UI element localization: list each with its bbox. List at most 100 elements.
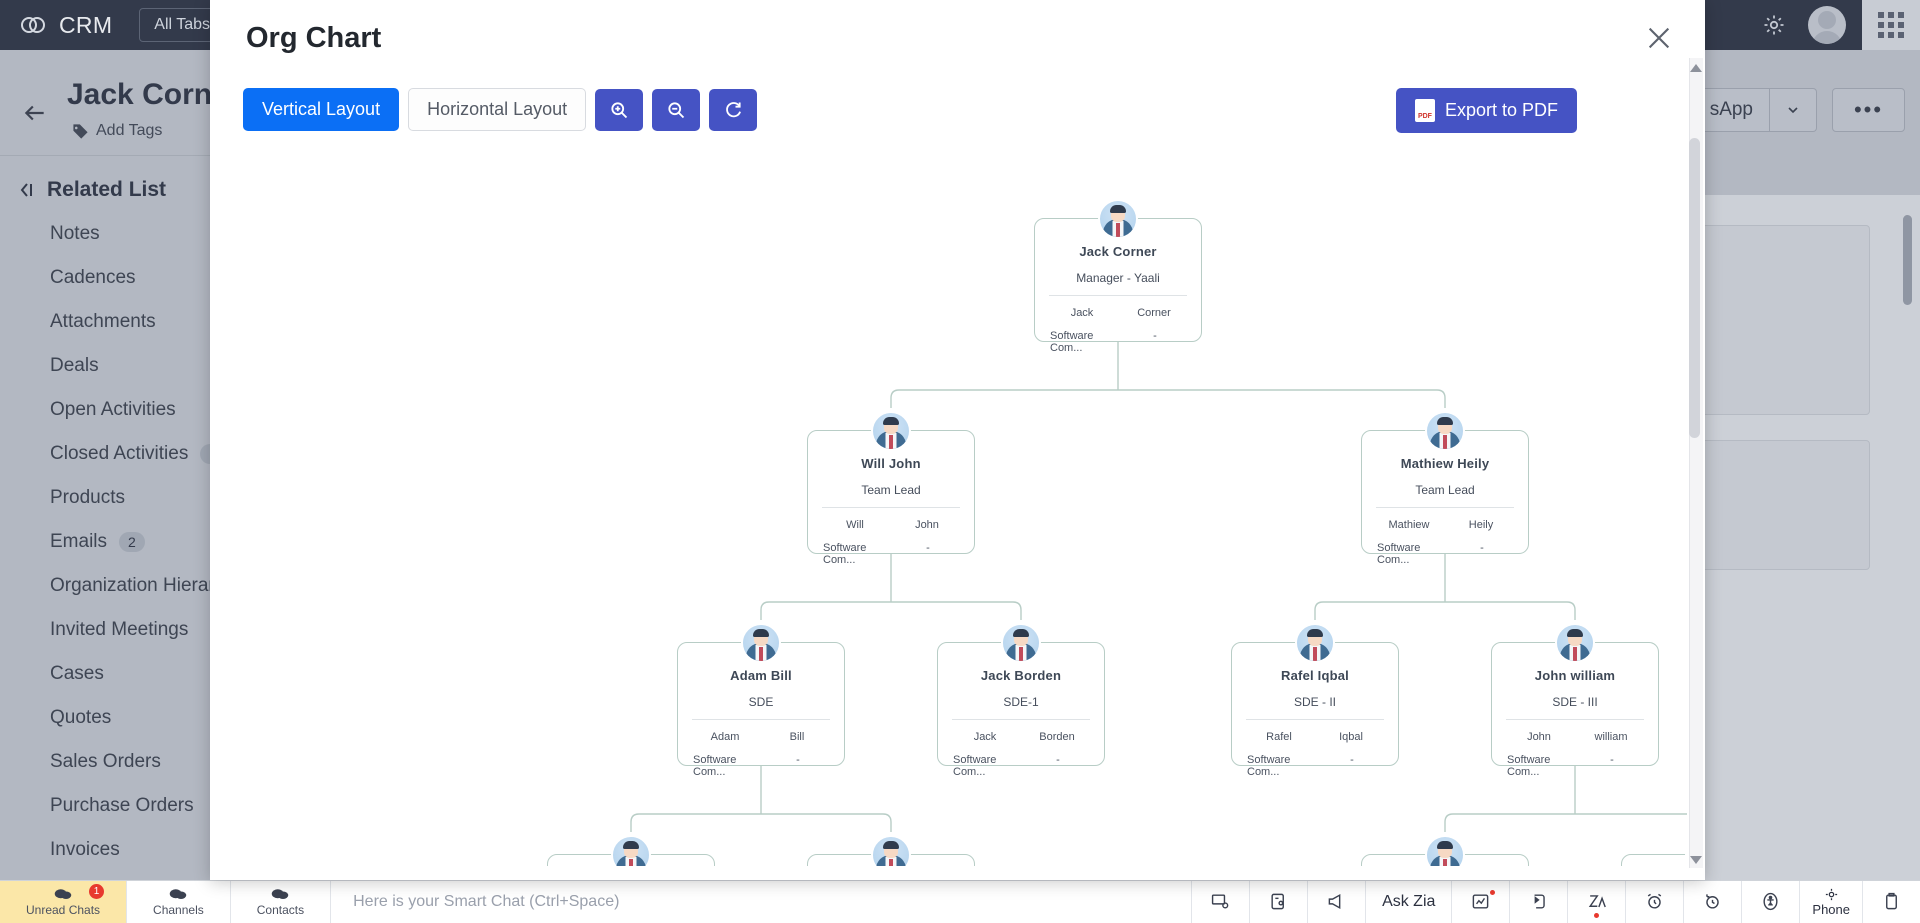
taskbar-channels[interactable]: Channels bbox=[127, 881, 231, 923]
org-node-role: SDE-1 bbox=[938, 695, 1104, 709]
collapse-panel-icon[interactable] bbox=[20, 181, 34, 199]
divider bbox=[1376, 507, 1514, 508]
org-node[interactable]: Tom HarintonJuniorTomHarintonSoftware Co… bbox=[1621, 854, 1687, 866]
org-node[interactable]: Edward BrandJuniorEdwardBrandSoftware Co… bbox=[807, 854, 975, 866]
export-label: Export to PDF bbox=[1445, 100, 1558, 121]
phone-label: Phone bbox=[1812, 902, 1850, 917]
taskbar-right-icons: Ask Zia Phone bbox=[1191, 881, 1920, 923]
zoom-in-icon[interactable] bbox=[595, 89, 643, 131]
org-node-name: Will John bbox=[808, 456, 974, 471]
org-chart-toolbar: Vertical Layout Horizontal Layout bbox=[243, 88, 757, 131]
scroll-down-arrow-icon[interactable] bbox=[1690, 856, 1702, 864]
add-tags-label: Add Tags bbox=[96, 122, 162, 140]
related-list-title: Related List bbox=[47, 178, 166, 202]
notes-icon[interactable] bbox=[1249, 881, 1307, 923]
sidebar-item-label: Attachments bbox=[50, 311, 156, 333]
org-node-first-name: Will bbox=[819, 519, 891, 531]
export-to-pdf-button[interactable]: PDF Export to PDF bbox=[1396, 88, 1577, 133]
org-node-name: Mathiew Heily bbox=[1362, 456, 1528, 471]
modal-scrollbar[interactable] bbox=[1689, 58, 1703, 868]
more-horizontal-icon[interactable]: ••• bbox=[1832, 88, 1905, 132]
org-chart-modal: Org Chart Vertical Layout Horizontal Lay… bbox=[210, 0, 1705, 880]
channels-group-icon bbox=[169, 887, 187, 903]
org-node-extra: - bbox=[1023, 754, 1093, 778]
back-arrow-icon[interactable] bbox=[22, 100, 48, 126]
taskbar-item-label: Unread Chats bbox=[26, 903, 100, 917]
refresh-icon[interactable] bbox=[709, 89, 757, 131]
org-node-last-name: william bbox=[1575, 731, 1647, 743]
org-node-extra: - bbox=[1120, 330, 1190, 354]
zoom-out-icon[interactable] bbox=[652, 89, 700, 131]
org-node[interactable]: Sam CurrenJuniorSamCurrenSoftware Com...… bbox=[547, 854, 715, 866]
org-node-first-name: Rafel bbox=[1243, 731, 1315, 743]
org-node[interactable]: Adam ClarkJuniorAdamClarkSoftware Com...… bbox=[1361, 854, 1529, 866]
org-node-last-name: Corner bbox=[1118, 307, 1190, 319]
org-node-name: Jack Corner bbox=[1035, 244, 1201, 259]
org-node-role: SDE - II bbox=[1232, 695, 1398, 709]
horizontal-layout-button[interactable]: Horizontal Layout bbox=[408, 88, 586, 131]
sidebar-item-label: Emails bbox=[50, 531, 107, 553]
org-node-company: Software Com... bbox=[1046, 330, 1120, 354]
org-node-first-name: Mathiew bbox=[1373, 519, 1445, 531]
scroll-up-arrow-icon[interactable] bbox=[1690, 64, 1702, 72]
org-node-name: Rafel Iqbal bbox=[1232, 668, 1398, 683]
gear-icon[interactable] bbox=[1762, 13, 1786, 37]
alarm-clock-icon[interactable] bbox=[1625, 881, 1683, 923]
sidebar-item-badge: 2 bbox=[119, 532, 145, 552]
modal-scrollbar-thumb[interactable] bbox=[1689, 138, 1700, 438]
divider bbox=[1049, 295, 1187, 296]
chevron-down-icon[interactable] bbox=[1770, 88, 1817, 132]
taskbar-contacts[interactable]: Contacts bbox=[231, 881, 331, 923]
org-node-last-name: Borden bbox=[1021, 731, 1093, 743]
org-node-role: Team Lead bbox=[1362, 483, 1528, 497]
org-node-extra: - bbox=[1317, 754, 1387, 778]
smart-chat-input[interactable]: Here is your Smart Chat (Ctrl+Space) bbox=[331, 893, 1191, 911]
tag-icon bbox=[72, 123, 89, 140]
accessibility-icon[interactable] bbox=[1741, 881, 1799, 923]
vertical-layout-button[interactable]: Vertical Layout bbox=[243, 88, 399, 131]
clipboard-icon[interactable] bbox=[1862, 881, 1920, 923]
content-scrollbar[interactable] bbox=[1903, 215, 1912, 305]
history-clock-icon[interactable] bbox=[1683, 881, 1741, 923]
org-node-role: Team Lead bbox=[808, 483, 974, 497]
org-node-extra: - bbox=[893, 542, 963, 566]
screen-share-icon[interactable] bbox=[1191, 881, 1249, 923]
org-node-company: Software Com... bbox=[949, 754, 1023, 778]
ask-zia-button[interactable]: Ask Zia bbox=[1365, 881, 1451, 923]
org-node-company: Software Com... bbox=[689, 754, 763, 778]
org-node-extra: - bbox=[763, 754, 833, 778]
sidebar-item-label: Products bbox=[50, 487, 125, 509]
sidebar-item-label: Invoices bbox=[50, 839, 120, 861]
person-avatar-icon bbox=[871, 411, 911, 451]
zia-translate-icon[interactable] bbox=[1567, 881, 1625, 923]
org-node-name: John william bbox=[1492, 668, 1658, 683]
share-arrow-icon[interactable] bbox=[1509, 881, 1567, 923]
add-tags-button[interactable]: Add Tags bbox=[72, 122, 162, 140]
analytics-chart-icon[interactable] bbox=[1451, 881, 1509, 923]
phone-settings-icon[interactable]: Phone bbox=[1799, 881, 1862, 923]
contact-person-icon bbox=[271, 887, 289, 903]
pdf-file-icon: PDF bbox=[1415, 99, 1435, 122]
org-node-company: Software Com... bbox=[819, 542, 893, 566]
announcement-megaphone-icon[interactable] bbox=[1307, 881, 1365, 923]
chat-bubbles-icon bbox=[54, 887, 72, 903]
sidebar-item-label: Invited Meetings bbox=[50, 619, 188, 641]
sidebar-item-label: Cadences bbox=[50, 267, 136, 289]
divider bbox=[822, 507, 960, 508]
user-avatar-icon[interactable] bbox=[1808, 6, 1846, 44]
divider bbox=[952, 719, 1090, 720]
apps-grid-icon[interactable] bbox=[1862, 0, 1920, 50]
close-icon[interactable] bbox=[1643, 22, 1675, 54]
divider bbox=[692, 719, 830, 720]
sidebar-item-label: Quotes bbox=[50, 707, 111, 729]
